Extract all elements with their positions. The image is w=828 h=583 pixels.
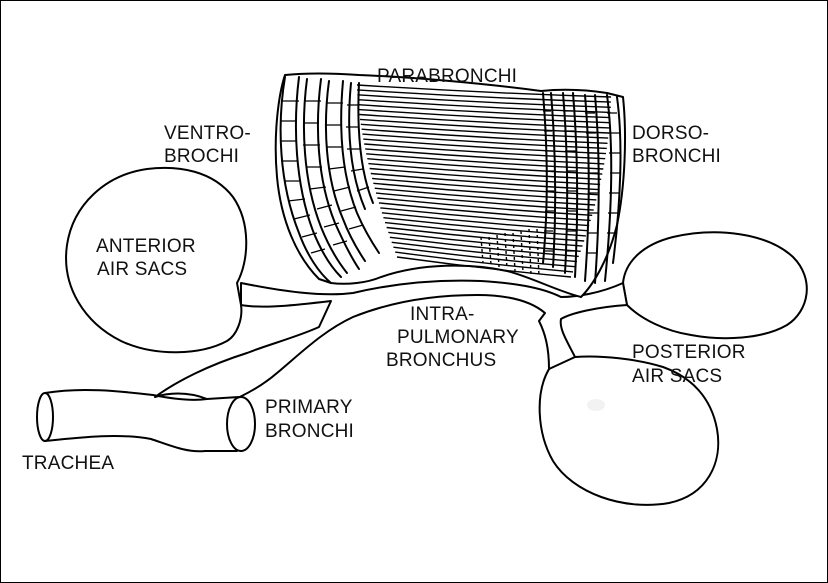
parabronchus-tube (389, 236, 579, 258)
parabronchus-tube (358, 104, 611, 119)
parabronchus-tube (384, 221, 585, 242)
label-dorsobronchi-line1: DORSO- (632, 123, 709, 144)
parabronchus-tube (368, 162, 602, 180)
parabronchus-tube (364, 143, 606, 160)
label-ventrobronchi-line1: VENTRO- (164, 123, 251, 144)
label-intrapulmonary-line3: BRONCHUS (386, 350, 496, 371)
parabronchus-tube (360, 123, 609, 139)
label-primary-bronchi-line1: PRIMARY (265, 397, 353, 418)
parabronchus-tube (391, 241, 578, 263)
parabronchus-tube (362, 133, 607, 150)
ventrobronchi-tubes (279, 76, 380, 284)
label-primary-bronchi-line2: BRONCHI (265, 421, 354, 442)
parabronchus-tube (358, 108, 610, 124)
parabronchus-tube (374, 187, 596, 206)
parabronchus-tube (396, 256, 572, 278)
parabronchi-tubes (356, 84, 612, 278)
parabronchus-tube (357, 94, 611, 108)
label-anterior-line1: ANTERIOR (96, 236, 196, 257)
label-posterior-line2: AIR SACS (632, 366, 722, 387)
label-posterior-line1: POSTERIOR (632, 342, 746, 363)
parabronchus-tube (361, 128, 608, 144)
bronchus-branch-line (154, 392, 208, 400)
label-intrapulmonary-line2: PULMONARY (397, 327, 519, 348)
posterior-air-sac-lower (538, 355, 720, 506)
label-anterior-line2: AIR SACS (97, 259, 187, 280)
parabronchus-tube (395, 251, 574, 273)
parabronchus-tube (375, 192, 594, 211)
primary-bronchi-opening (226, 396, 256, 452)
parabronchus-tube (378, 202, 591, 222)
parabronchus-tube (369, 167, 601, 186)
trachea (44, 388, 240, 453)
parabronchi-dashed-ends (480, 228, 540, 278)
parabronchus-tube (357, 99, 611, 114)
posterior-air-sac-upper (622, 231, 808, 340)
anterior-air-sac (65, 166, 248, 354)
label-parabronchi: PARABRONCHI (377, 66, 517, 87)
parabronchus-tube (386, 226, 583, 247)
parabronchus-tube (359, 113, 610, 129)
parabronchus-tube (377, 197, 593, 216)
parabronchus-tube (370, 172, 599, 191)
parabronchus-tube (393, 246, 576, 268)
parabronchus-tube (388, 231, 581, 252)
parabronchus-tube (365, 148, 605, 165)
parabronchus-tube (363, 138, 607, 155)
label-trachea: TRACHEA (22, 453, 114, 474)
label-intrapulmonary-line1: INTRA- (410, 304, 475, 325)
parabronchus-tube (366, 153, 604, 170)
label-ventrobronchi-line2: BROCHI (164, 146, 239, 167)
label-dorsobronchi-line2: BRONCHI (632, 146, 721, 167)
sac-highlight (587, 399, 605, 411)
parabronchus-tube (381, 212, 588, 232)
parabronchus-tube (356, 84, 612, 98)
parabronchus-tube (367, 158, 603, 175)
parabronchus-tube (383, 217, 586, 237)
parabronchus-tube (357, 89, 611, 103)
parabronchus-tube (359, 118, 609, 134)
parabronchus-tube (373, 182, 597, 201)
trachea-opening (36, 392, 54, 442)
parabronchus-tube (380, 207, 590, 227)
parabronchus-tube (372, 177, 598, 196)
